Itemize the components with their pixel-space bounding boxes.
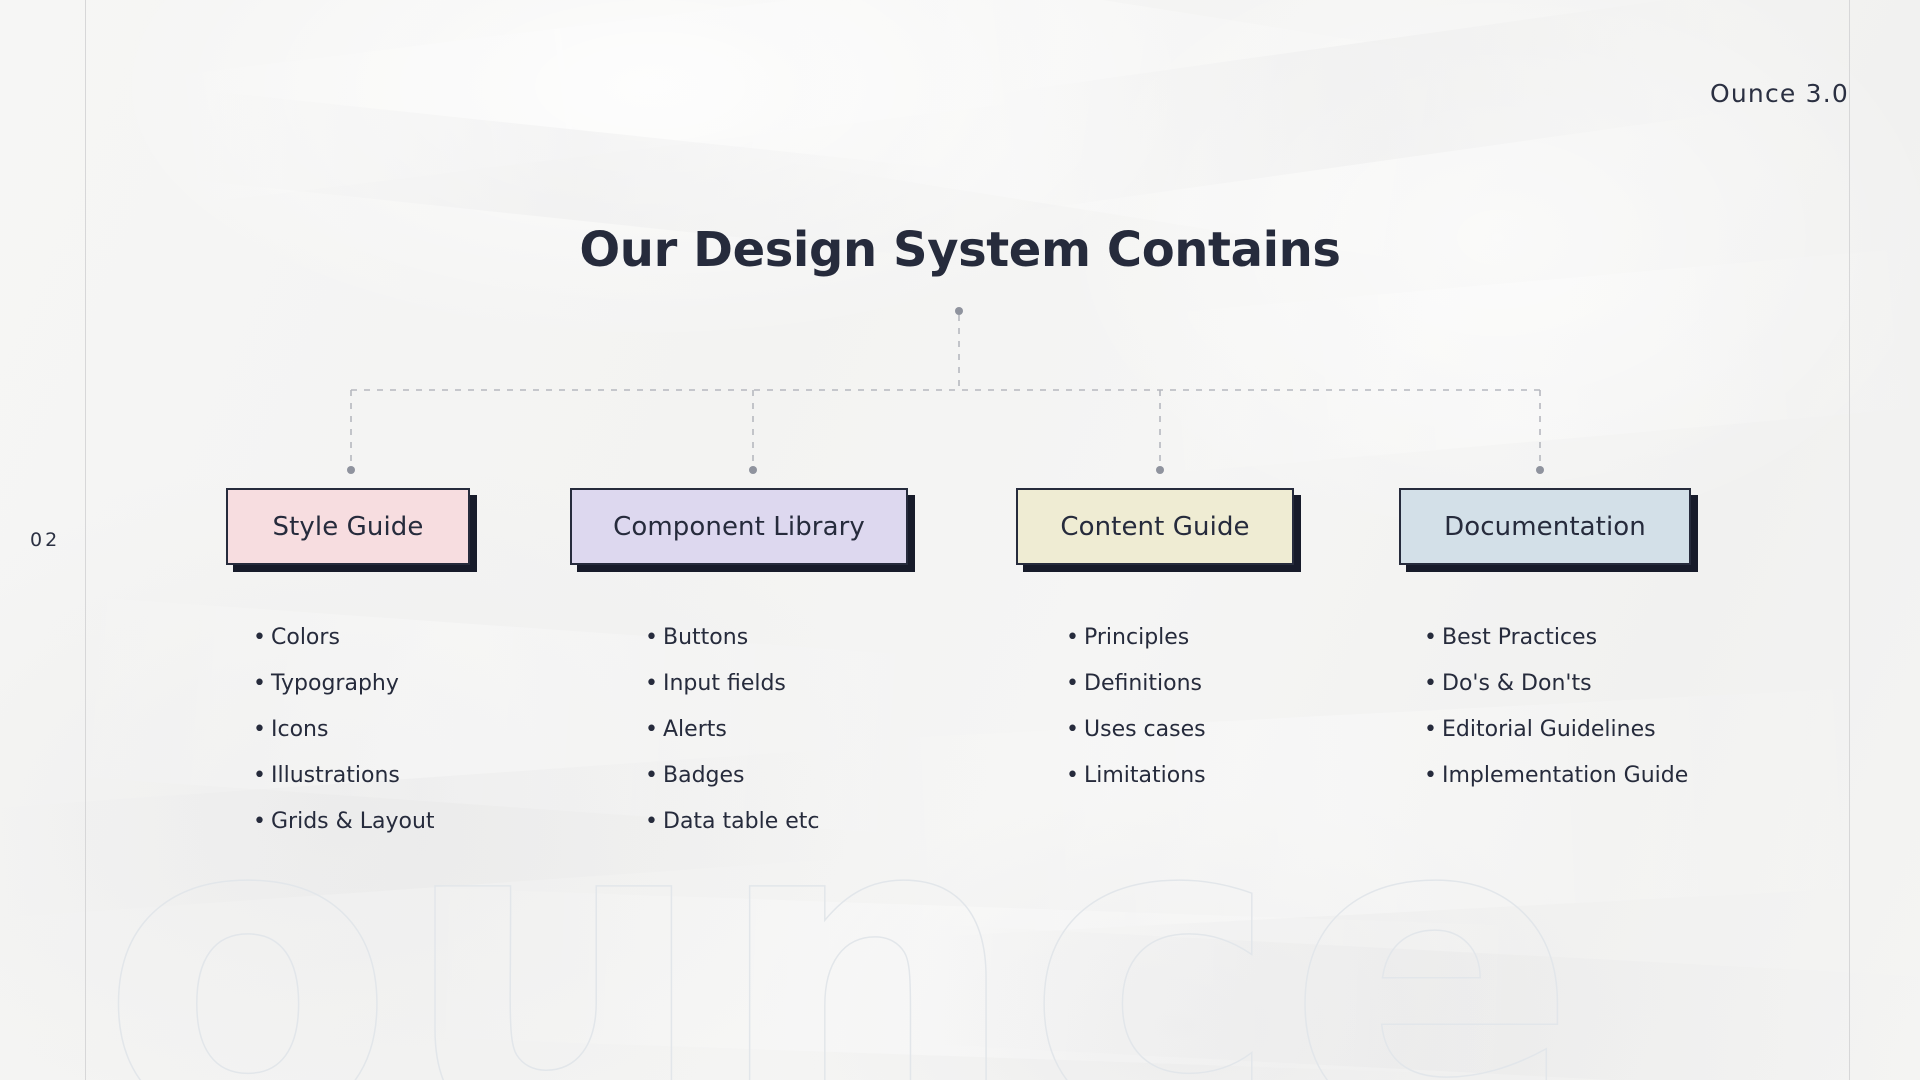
list-item-label: Uses cases <box>1084 717 1206 742</box>
paper-crease <box>33 594 966 839</box>
list-item: •Input fields <box>645 671 820 696</box>
version-label: Ounce 3.0 <box>1710 79 1849 108</box>
bullet-list-component-library: •Buttons•Input fields•Alerts•Badges•Data… <box>645 625 820 855</box>
list-item-label: Alerts <box>663 717 727 742</box>
connector-dot-component-library <box>749 466 757 474</box>
bullet-dot-icon: • <box>1424 671 1437 696</box>
list-item-label: Best Practices <box>1442 625 1598 650</box>
bullet-dot-icon: • <box>1424 763 1437 788</box>
bullet-dot-icon: • <box>1066 625 1079 650</box>
bullet-dot-icon: • <box>645 763 658 788</box>
list-item-label: Input fields <box>663 671 786 696</box>
connector-root-dot <box>955 307 963 315</box>
paper-crease <box>840 684 1920 941</box>
paper-crease <box>381 886 1577 1078</box>
node-box-documentation[interactable]: Documentation <box>1399 488 1691 565</box>
list-item-label: Editorial Guidelines <box>1442 717 1656 742</box>
list-item: •Do's & Don'ts <box>1424 671 1688 696</box>
node-box-component-library[interactable]: Component Library <box>570 488 908 565</box>
bullet-dot-icon: • <box>1424 625 1437 650</box>
list-item: •Best Practices <box>1424 625 1688 650</box>
bullet-dot-icon: • <box>645 671 658 696</box>
bullet-dot-icon: • <box>1424 717 1437 742</box>
paper-shadow <box>919 924 1920 1080</box>
list-item-label: Definitions <box>1084 671 1202 696</box>
node-label-content-guide: Content Guide <box>1060 511 1250 542</box>
node-label-style-guide: Style Guide <box>272 511 424 542</box>
bullet-dot-icon: • <box>645 717 658 742</box>
bullet-dot-icon: • <box>1066 671 1079 696</box>
list-item-label: Badges <box>663 763 745 788</box>
list-item: •Principles <box>1066 625 1206 650</box>
connector-dot-documentation <box>1536 466 1544 474</box>
page-title: Our Design System Contains <box>579 222 1341 278</box>
list-item-label: Icons <box>271 717 329 742</box>
list-item: •Colors <box>253 625 435 650</box>
list-item-label: Principles <box>1084 625 1190 650</box>
bullet-dot-icon: • <box>253 671 266 696</box>
list-item-label: Data table etc <box>663 809 820 834</box>
bullet-dot-icon: • <box>1066 763 1079 788</box>
list-item: •Grids & Layout <box>253 809 435 834</box>
list-item-label: Colors <box>271 625 340 650</box>
list-item: •Typography <box>253 671 435 696</box>
list-item: •Illustrations <box>253 763 435 788</box>
list-item: •Editorial Guidelines <box>1424 717 1688 742</box>
bullet-dot-icon: • <box>253 809 266 834</box>
bullet-list-content-guide: •Principles•Definitions•Uses cases•Limit… <box>1066 625 1206 809</box>
node-label-documentation: Documentation <box>1444 511 1646 542</box>
paper-crease <box>110 0 1118 212</box>
margin-guide-right <box>1849 0 1850 1080</box>
list-item-label: Do's & Don'ts <box>1442 671 1592 696</box>
list-item: •Uses cases <box>1066 717 1206 742</box>
page-number: 02 <box>30 529 61 551</box>
list-item-label: Illustrations <box>271 763 400 788</box>
list-item-label: Implementation Guide <box>1442 763 1689 788</box>
list-item: •Icons <box>253 717 435 742</box>
list-item-label: Limitations <box>1084 763 1206 788</box>
node-label-component-library: Component Library <box>613 511 865 542</box>
list-item-label: Grids & Layout <box>271 809 435 834</box>
list-item: •Implementation Guide <box>1424 763 1688 788</box>
list-item: •Alerts <box>645 717 820 742</box>
list-item: •Definitions <box>1066 671 1206 696</box>
bullet-dot-icon: • <box>645 625 658 650</box>
list-item-label: Typography <box>271 671 399 696</box>
node-box-content-guide[interactable]: Content Guide <box>1016 488 1294 565</box>
bullet-dot-icon: • <box>253 625 266 650</box>
bullet-list-documentation: •Best Practices•Do's & Don'ts•Editorial … <box>1424 625 1688 809</box>
list-item: •Data table etc <box>645 809 820 834</box>
bullet-dot-icon: • <box>253 717 266 742</box>
bullet-list-style-guide: •Colors•Typography•Icons•Illustrations•G… <box>253 625 435 855</box>
node-box-style-guide[interactable]: Style Guide <box>226 488 470 565</box>
list-item: •Limitations <box>1066 763 1206 788</box>
paper-crease <box>1108 244 1920 478</box>
bullet-dot-icon: • <box>253 763 266 788</box>
connector-dot-content-guide <box>1156 466 1164 474</box>
connector-dot-style-guide <box>347 466 355 474</box>
margin-guide-left <box>85 0 86 1080</box>
list-item: •Badges <box>645 763 820 788</box>
bullet-dot-icon: • <box>645 809 658 834</box>
list-item: •Buttons <box>645 625 820 650</box>
paper-shadow <box>993 0 1733 214</box>
list-item-label: Buttons <box>663 625 749 650</box>
bullet-dot-icon: • <box>1066 717 1079 742</box>
